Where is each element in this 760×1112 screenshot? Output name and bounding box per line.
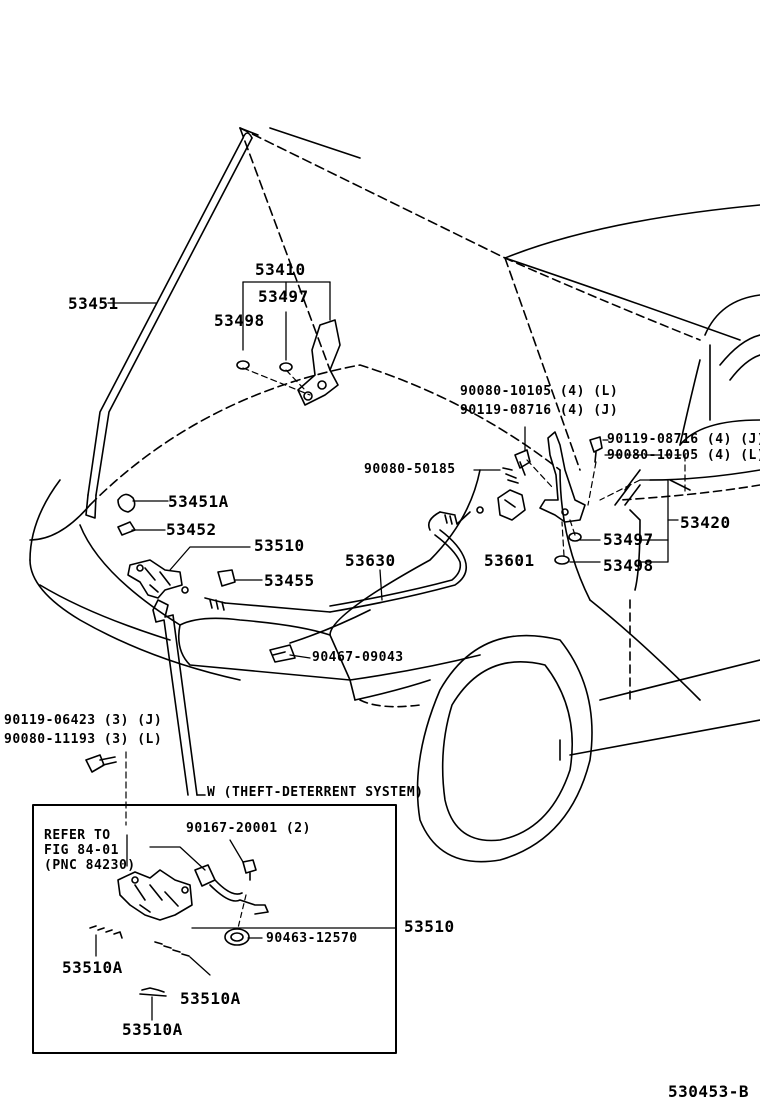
hood-support-rod bbox=[85, 132, 253, 519]
label-90463-12570: 90463-12570 bbox=[266, 931, 358, 946]
label-90080-11193: 90080-11193 (3) (L) bbox=[4, 732, 163, 747]
refer-line-3: (PNC 84230) bbox=[44, 858, 136, 873]
upper-leaders bbox=[107, 281, 331, 361]
hood-edge-highlight bbox=[269, 127, 361, 159]
label-53510a-1: 53510A bbox=[62, 958, 123, 977]
upper-dashed-leaders bbox=[242, 367, 311, 396]
label-53455: 53455 bbox=[264, 571, 315, 590]
car-body-dashed bbox=[359, 257, 760, 708]
label-53510-main: 53510 bbox=[254, 536, 305, 555]
label-90080-10105-left: 90080-10105 (4) (L) bbox=[460, 384, 619, 399]
label-53510-callout: 53510 bbox=[404, 917, 455, 936]
release-cable bbox=[289, 506, 484, 644]
refer-line-1: REFER TO bbox=[44, 828, 111, 843]
inset-leaders bbox=[95, 834, 397, 1021]
hood-tip bbox=[239, 127, 259, 136]
hood-hinge-upper bbox=[236, 319, 341, 406]
label-90167-20001: 90167-20001 (2) bbox=[186, 821, 311, 836]
cable-leaders bbox=[379, 469, 501, 601]
label-53510a-3: 53510A bbox=[122, 1020, 183, 1039]
label-53451a: 53451A bbox=[168, 492, 229, 511]
refer-line-2: FIG 84-01 bbox=[44, 843, 119, 858]
label-53497-upper: 53497 bbox=[258, 287, 309, 306]
inset-title: W (THEFT-DETERRENT SYSTEM) bbox=[207, 785, 424, 800]
figure-id: 530453-B bbox=[668, 1082, 750, 1101]
right-hardware bbox=[497, 431, 603, 565]
label-53452: 53452 bbox=[166, 520, 217, 539]
right-dashed-leaders bbox=[526, 454, 686, 557]
inset-dashed-leaders bbox=[237, 894, 247, 929]
label-53630: 53630 bbox=[345, 551, 396, 570]
label-90467-09043: 90467-09043 bbox=[312, 650, 404, 665]
label-53410: 53410 bbox=[255, 260, 306, 279]
label-53498-right: 53498 bbox=[603, 556, 654, 575]
front-parts bbox=[117, 493, 331, 663]
label-90080-10105-right: 90080-10105 (4) (L) bbox=[607, 448, 760, 463]
label-90119-06423: 90119-06423 (3) (J) bbox=[4, 713, 163, 728]
inset-frame bbox=[32, 804, 397, 1054]
callout-arrow bbox=[152, 599, 206, 796]
label-90080-50185: 90080-50185 bbox=[364, 462, 456, 477]
label-53420: 53420 bbox=[680, 513, 731, 532]
front-leaders bbox=[131, 500, 311, 659]
car-body bbox=[29, 204, 760, 863]
left-bolt bbox=[85, 754, 117, 773]
label-90119-08716-left: 90119-08716 (4) (J) bbox=[460, 403, 619, 418]
label-90119-08716-right: 90119-08716 (4) (J) bbox=[607, 432, 760, 447]
label-53497-right: 53497 bbox=[603, 530, 654, 549]
label-53498-upper: 53498 bbox=[214, 311, 265, 330]
right-leaders bbox=[524, 426, 679, 563]
label-53510a-2: 53510A bbox=[180, 989, 241, 1008]
label-53451: 53451 bbox=[68, 294, 119, 313]
inset-parts bbox=[89, 859, 269, 997]
hood-outline bbox=[89, 127, 581, 506]
label-53601: 53601 bbox=[484, 551, 535, 570]
